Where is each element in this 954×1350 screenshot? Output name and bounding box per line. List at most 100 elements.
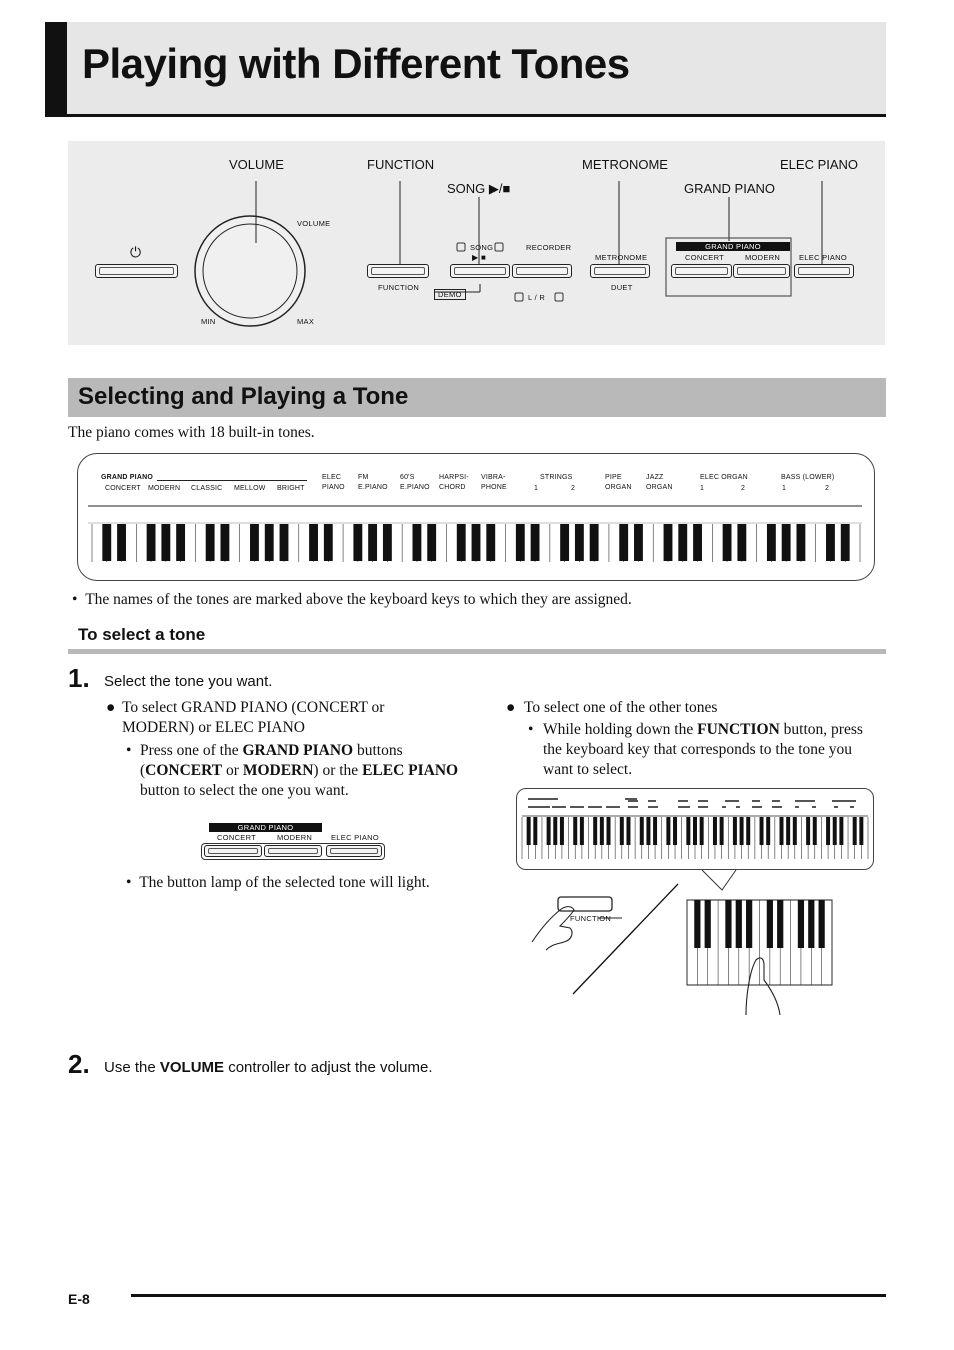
mini-elec-piano-label: ELEC PIANO [331, 833, 380, 842]
black-key [673, 817, 678, 845]
black-key [808, 900, 815, 948]
recorder-button[interactable] [512, 264, 572, 278]
black-key [486, 524, 496, 561]
section-title: Selecting and Playing a Tone [78, 383, 409, 410]
subsection-rule [68, 649, 886, 654]
callout-function: FUNCTION [367, 157, 435, 172]
black-key [812, 817, 817, 845]
tone-elec-organ-1: 1 [700, 485, 705, 492]
panel-drawing [194, 181, 823, 327]
black-key [456, 524, 466, 561]
tone-vibraphone: VIBRA-PHONE [481, 474, 507, 491]
section-band [68, 378, 886, 417]
black-key [806, 817, 811, 845]
black-key [146, 524, 156, 561]
volume-min-label: MIN [201, 317, 216, 326]
black-key [686, 817, 691, 845]
volume-knob-label: VOLUME [297, 219, 331, 228]
black-key [646, 817, 651, 845]
mini-modern-button[interactable] [264, 845, 322, 857]
black-key [699, 817, 704, 845]
grand-piano-header: GRAND PIANO [676, 242, 790, 251]
mini-button-frame [201, 843, 385, 860]
black-key [704, 900, 711, 948]
step-1-left-bullet: ● To select GRAND PIANO (CONCERT or MODE… [106, 699, 385, 736]
black-key [732, 817, 737, 845]
black-key [712, 817, 717, 845]
black-key [619, 524, 629, 561]
tone-mellow: MELLOW [234, 485, 266, 492]
black-key [546, 817, 551, 845]
black-key [579, 817, 584, 845]
volume-max-label: MAX [297, 317, 315, 326]
black-key [205, 524, 215, 561]
black-key [530, 524, 540, 561]
tone-bass: BASS (LOWER) [781, 474, 835, 481]
mini-concert-button[interactable] [204, 845, 262, 857]
tone-names-note: • The names of the tones are marked abov… [72, 591, 632, 608]
elec-piano-label: ELEC PIANO [799, 253, 848, 262]
black-key [779, 817, 784, 845]
subsection-title: To select a tone [78, 625, 206, 644]
tone-modern: MODERN [148, 485, 181, 492]
tone-bass-1: 1 [782, 485, 787, 492]
black-key [840, 524, 850, 561]
metronome-button[interactable] [590, 264, 650, 278]
black-key [639, 817, 644, 845]
mini-modern-label: MODERN [277, 833, 313, 842]
tone-strings-2: 2 [571, 485, 576, 492]
black-key [666, 817, 671, 845]
modern-label: MODERN [745, 253, 781, 262]
function-button[interactable] [367, 264, 429, 278]
title-accent-bar [45, 22, 67, 117]
black-key [323, 524, 333, 561]
elec-piano-button[interactable] [794, 264, 854, 278]
tone-harpsichord: HARPSI-CHORD [439, 474, 469, 491]
black-key [859, 817, 864, 845]
black-key [599, 817, 604, 845]
black-key [839, 817, 844, 845]
black-key [560, 524, 570, 561]
callout-elec-piano: ELEC PIANO [780, 157, 859, 172]
black-key [653, 817, 658, 845]
modern-button[interactable] [733, 264, 790, 278]
step-1-number: 1. [68, 663, 90, 693]
song-play-stop-button[interactable] [450, 264, 510, 278]
black-key [573, 817, 578, 845]
footer-rule [131, 1294, 886, 1297]
tone-concert: CONCERT [105, 485, 141, 492]
power-button[interactable] [95, 264, 178, 278]
step-1-right-subbullet: • While holding down the FUNCTION button… [528, 721, 863, 778]
tone-elec-organ-2: 2 [741, 485, 746, 492]
callout-metronome: METRONOME [582, 157, 668, 172]
black-key [220, 524, 230, 561]
black-key [606, 817, 611, 845]
tone-classic: CLASSIC [191, 485, 223, 492]
black-key [574, 524, 584, 561]
black-key [515, 524, 525, 561]
black-key [725, 900, 732, 948]
tone-bass-2: 2 [825, 485, 830, 492]
black-key [619, 817, 624, 845]
concert-button[interactable] [671, 264, 732, 278]
black-key [719, 817, 724, 845]
black-key [526, 817, 531, 845]
black-key [117, 524, 126, 561]
mini-concert-label: CONCERT [217, 833, 257, 842]
black-key [279, 524, 289, 561]
black-key [634, 524, 643, 561]
black-key [553, 817, 558, 845]
black-key [786, 817, 791, 845]
black-key [663, 524, 673, 561]
black-key [309, 524, 318, 561]
demo-label: DEMO [434, 289, 466, 300]
mini-elec-piano-button[interactable] [326, 845, 382, 857]
step-1-left-subbullet: • Press one of the GRAND PIANO buttons (… [126, 742, 459, 799]
black-key [735, 900, 742, 948]
black-key [746, 817, 751, 845]
black-key [382, 524, 392, 561]
tone-grand-piano: GRAND PIANO [101, 474, 153, 481]
